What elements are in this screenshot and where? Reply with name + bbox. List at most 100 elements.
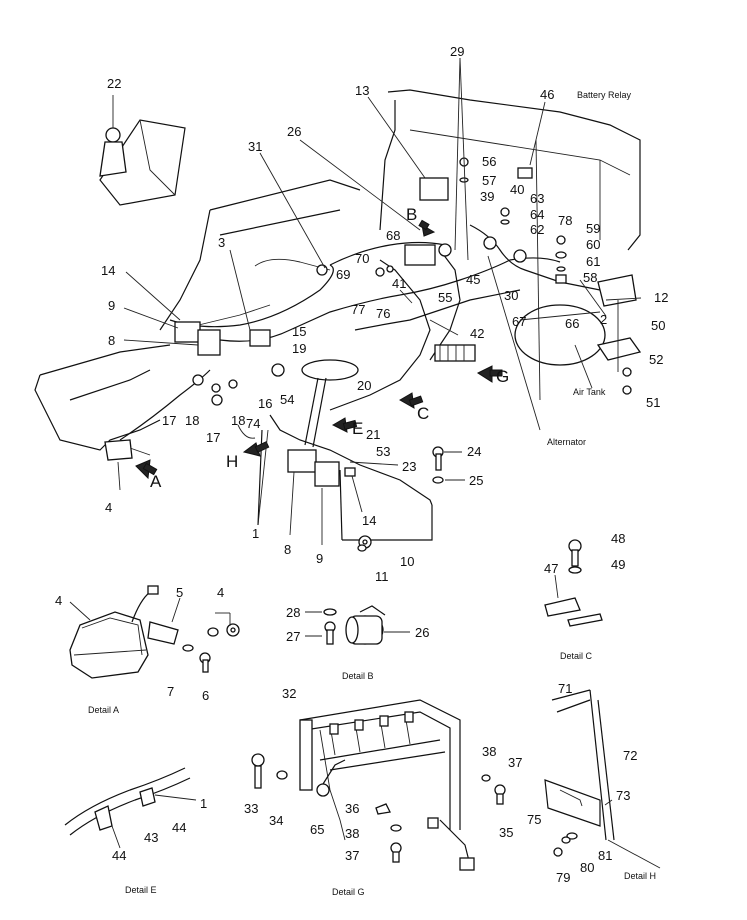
callout-64: 64 (530, 207, 544, 222)
caption-detail-g: Detail G (332, 887, 365, 897)
callout-66: 66 (565, 316, 579, 331)
detail-g (251, 699, 506, 871)
caption-detail-a: Detail A (88, 705, 119, 715)
callout-30: 30 (504, 288, 518, 303)
callout-23: 23 (402, 459, 416, 474)
view-letter-g: G (496, 367, 509, 386)
callout-31: 31 (248, 139, 262, 154)
callout-65: 65 (310, 822, 324, 837)
callout-78: 78 (558, 213, 572, 228)
callout-44-a: 44 (172, 820, 186, 835)
caption-air-tank: Air Tank (573, 387, 606, 397)
callout-50: 50 (651, 318, 665, 333)
callout-59: 59 (586, 221, 600, 236)
callout-44-b: 44 (112, 848, 126, 863)
components (104, 157, 632, 552)
callout-37-b: 37 (345, 848, 359, 863)
callout-71: 71 (558, 681, 572, 696)
callout-62: 62 (530, 222, 544, 237)
callout-22: 22 (107, 76, 121, 91)
callout-13: 13 (355, 83, 369, 98)
callout-77: 77 (351, 302, 365, 317)
callout-4-detail-a-left: 4 (55, 593, 62, 608)
callout-80: 80 (580, 860, 594, 875)
callout-12: 12 (654, 290, 668, 305)
callout-73: 73 (616, 788, 630, 803)
callout-75: 75 (527, 812, 541, 827)
callout-8-lower: 8 (284, 542, 291, 557)
caption-detail-c: Detail C (560, 651, 593, 661)
callout-3: 3 (218, 235, 225, 250)
detail-a (69, 585, 240, 679)
view-letter-b: B (406, 205, 417, 224)
callout-16: 16 (258, 396, 272, 411)
callout-10: 10 (400, 554, 414, 569)
caption-detail-e: Detail E (125, 885, 157, 895)
callout-67: 67 (512, 314, 526, 329)
detail-c (544, 539, 603, 627)
callout-41: 41 (392, 276, 406, 291)
caption-alternator: Alternator (547, 437, 586, 447)
callout-52: 52 (649, 352, 663, 367)
callout-6: 6 (202, 688, 209, 703)
callout-34: 34 (269, 813, 283, 828)
callout-49: 49 (611, 557, 625, 572)
detail-h (544, 689, 661, 869)
callout-53: 53 (376, 444, 390, 459)
callout-26: 26 (287, 124, 301, 139)
callout-14-main: 14 (101, 263, 115, 278)
callout-79: 79 (556, 870, 570, 885)
callout-29: 29 (450, 44, 464, 59)
callout-43: 43 (144, 830, 158, 845)
callout-35: 35 (499, 825, 513, 840)
main-harness (119, 224, 601, 541)
callout-42: 42 (470, 326, 484, 341)
leader-lines (117, 57, 642, 545)
view-letter-e: E (352, 419, 363, 438)
callout-11: 11 (375, 569, 389, 584)
callout-28: 28 (286, 605, 300, 620)
view-letters: B A C E G H (150, 205, 509, 491)
captions: Battery Relay Air Tank Alternator Detail… (88, 90, 656, 897)
callout-55: 55 (438, 290, 452, 305)
callout-5: 5 (176, 585, 183, 600)
callout-9-lower: 9 (316, 551, 323, 566)
callout-56: 56 (482, 154, 496, 169)
callout-48: 48 (611, 531, 625, 546)
callout-1-detail-e: 1 (200, 796, 207, 811)
callout-60: 60 (586, 237, 600, 252)
callout-37-a: 37 (508, 755, 522, 770)
caption-battery-relay: Battery Relay (577, 90, 632, 100)
callout-26-detail-b: 26 (415, 625, 429, 640)
detail-b (305, 605, 410, 645)
callout-14-lower: 14 (362, 513, 376, 528)
callout-58: 58 (583, 270, 597, 285)
callout-33: 33 (244, 801, 258, 816)
callout-4-detail-a-right: 4 (217, 585, 224, 600)
callout-47: 47 (544, 561, 558, 576)
shift-lever-assembly (99, 95, 186, 206)
callout-57: 57 (482, 173, 496, 188)
view-arrows (135, 219, 503, 480)
callout-21: 21 (366, 427, 380, 442)
callout-1-main: 1 (252, 526, 259, 541)
callout-68: 68 (386, 228, 400, 243)
callout-54: 54 (280, 392, 294, 407)
callout-27: 27 (286, 629, 300, 644)
callout-40: 40 (510, 182, 524, 197)
callout-45: 45 (466, 272, 480, 287)
view-letter-c: C (417, 404, 429, 423)
callout-19: 19 (292, 341, 306, 356)
callout-24: 24 (467, 444, 481, 459)
callout-numbers: 22 29 46 13 31 26 56 57 40 39 63 64 62 7… (55, 44, 668, 885)
callout-81: 81 (598, 848, 612, 863)
callout-70: 70 (355, 251, 369, 266)
callout-18-b: 18 (231, 413, 245, 428)
callout-38-a: 38 (482, 744, 496, 759)
detail-e (64, 767, 197, 849)
callout-20: 20 (357, 378, 371, 393)
callout-39: 39 (480, 189, 494, 204)
callout-4-main: 4 (105, 500, 112, 515)
callout-8-main: 8 (108, 333, 115, 348)
